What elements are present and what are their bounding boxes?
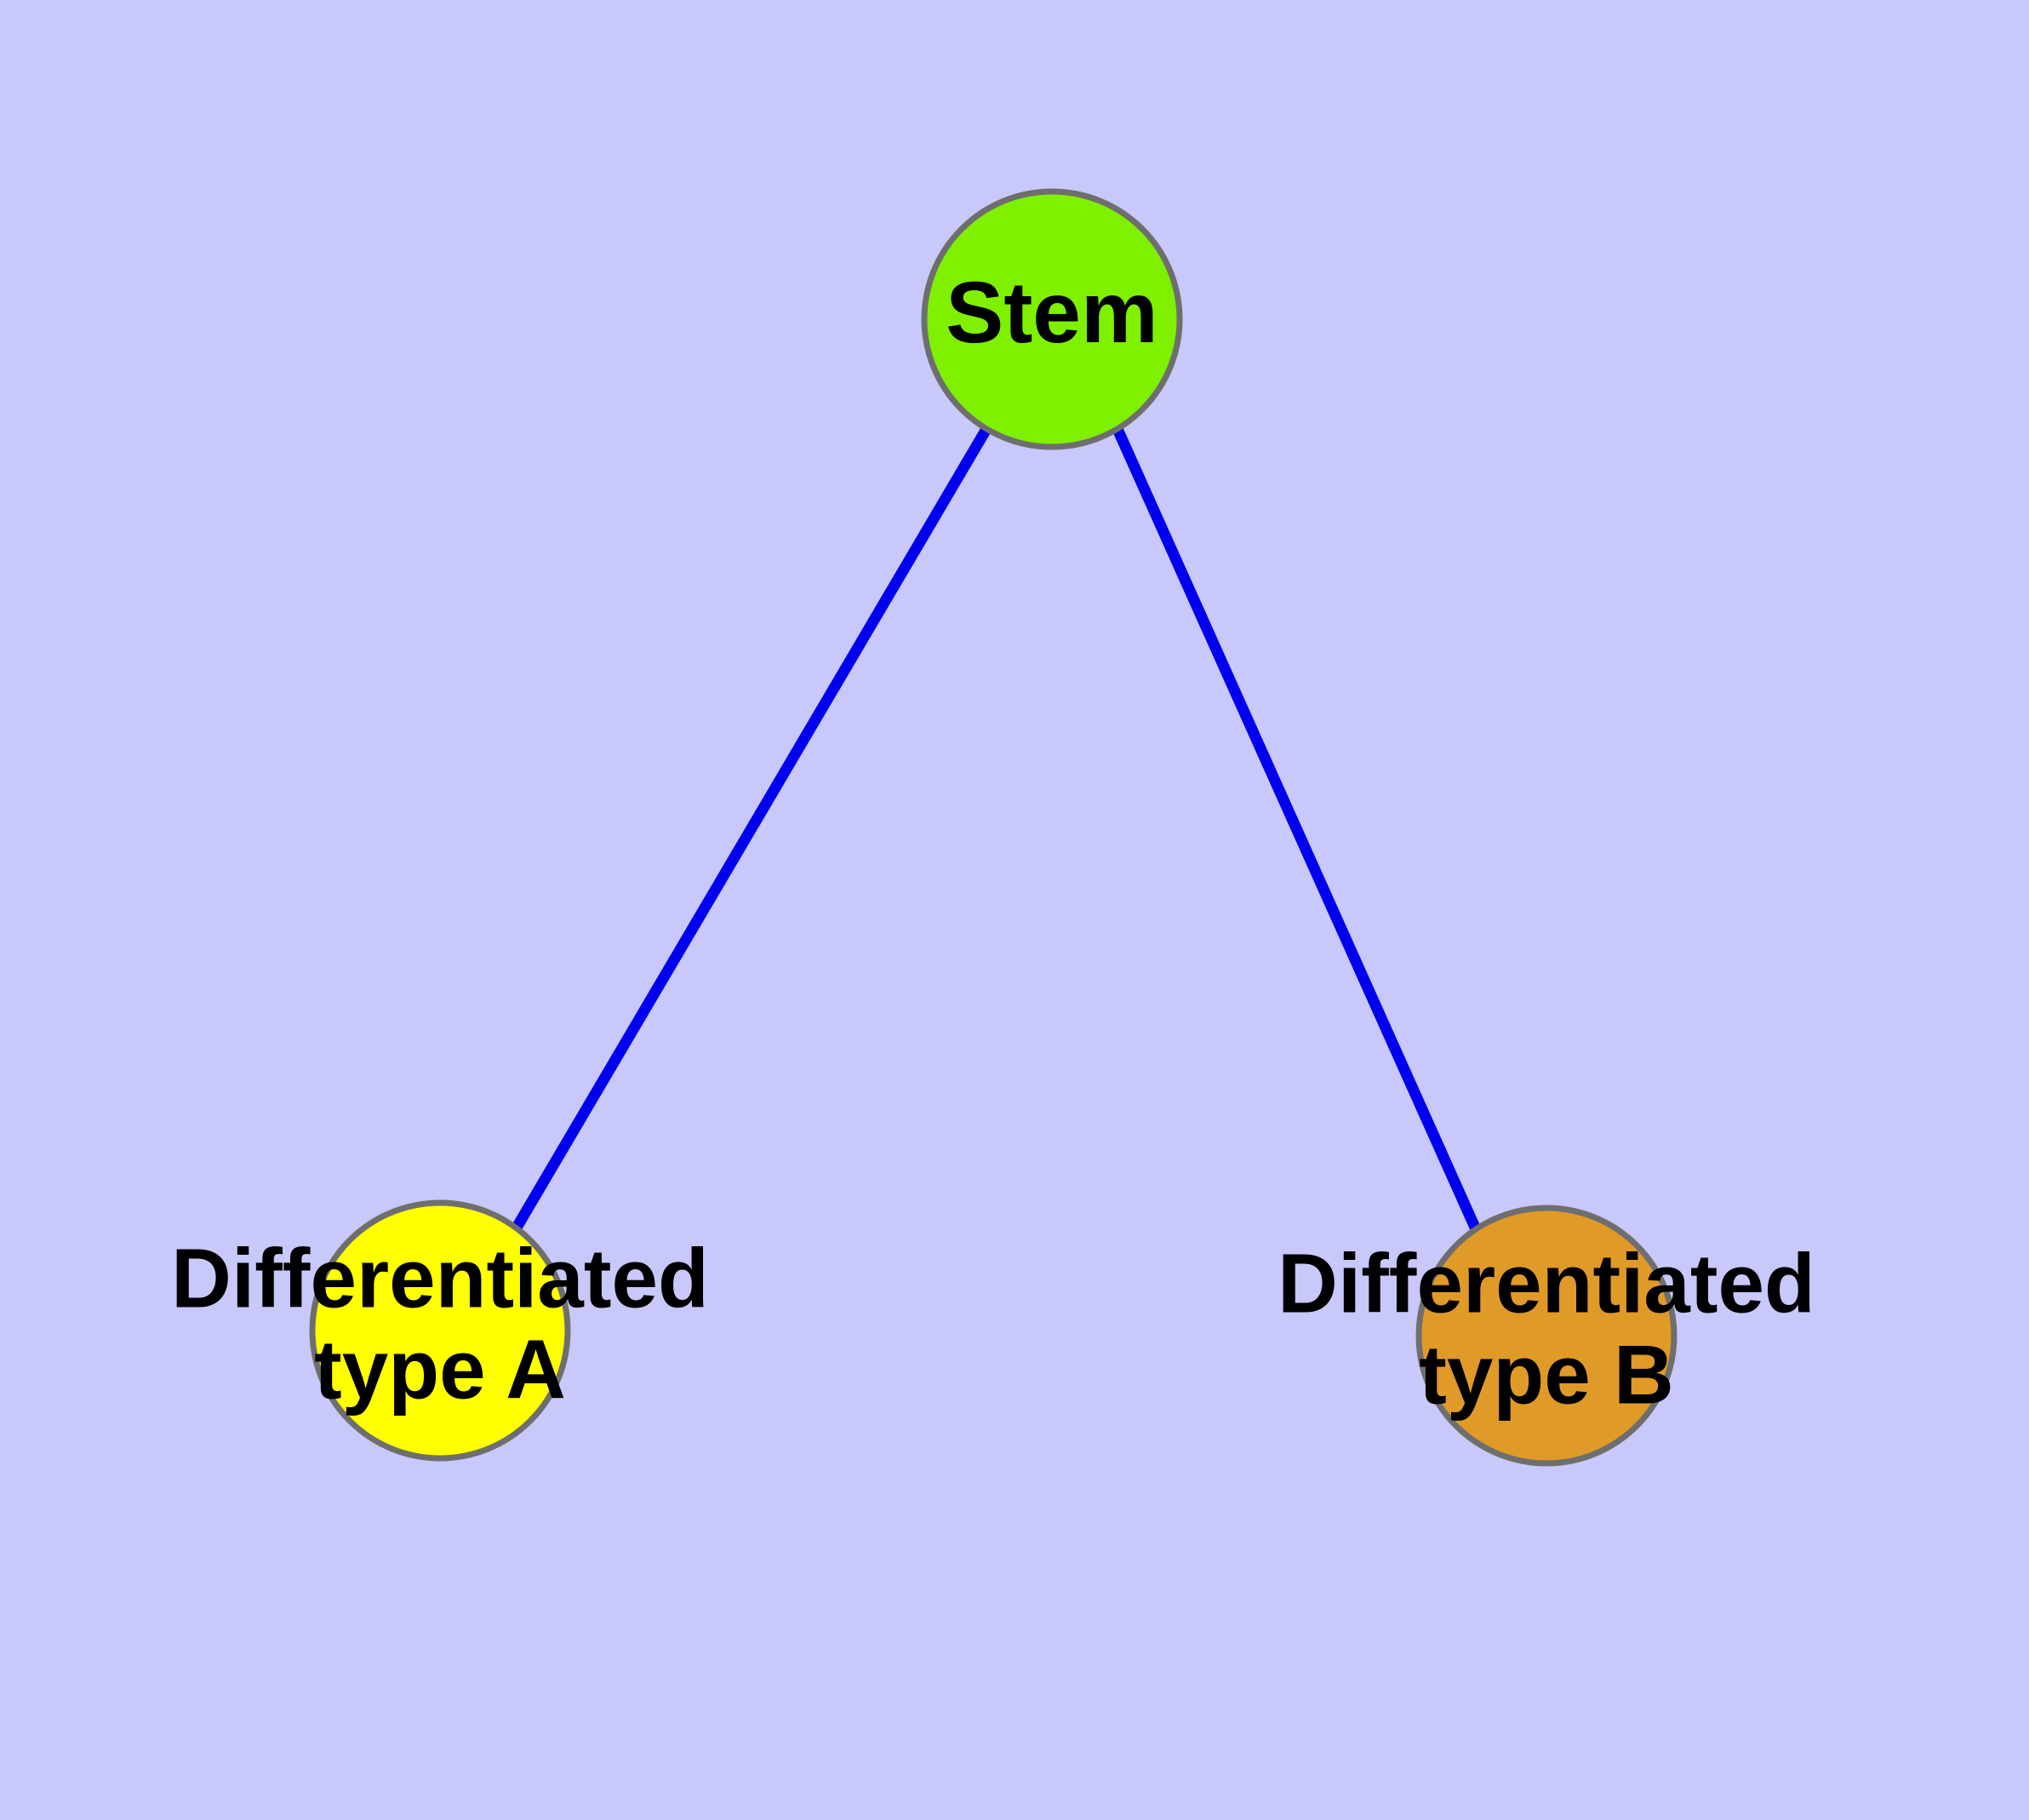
node-circle-diff_a[interactable]: [309, 1199, 571, 1462]
graph-edge[interactable]: [512, 426, 992, 1231]
graph-edge[interactable]: [1112, 426, 1481, 1232]
node-label-stem: Stem: [946, 264, 1157, 361]
node-label-line: Differentiated: [171, 1231, 709, 1325]
node-label-line: Stem: [946, 264, 1157, 361]
node-label-line: Differentiated: [1277, 1236, 1815, 1330]
node-label-line: type A: [314, 1322, 566, 1416]
node-label-line: type B: [1419, 1327, 1674, 1421]
node-circle-diff_b[interactable]: [1415, 1205, 1677, 1467]
node-circle-stem[interactable]: [921, 188, 1183, 450]
edges-layer: [512, 426, 1481, 1232]
graph-node-stem[interactable]: Stem: [921, 188, 1183, 450]
